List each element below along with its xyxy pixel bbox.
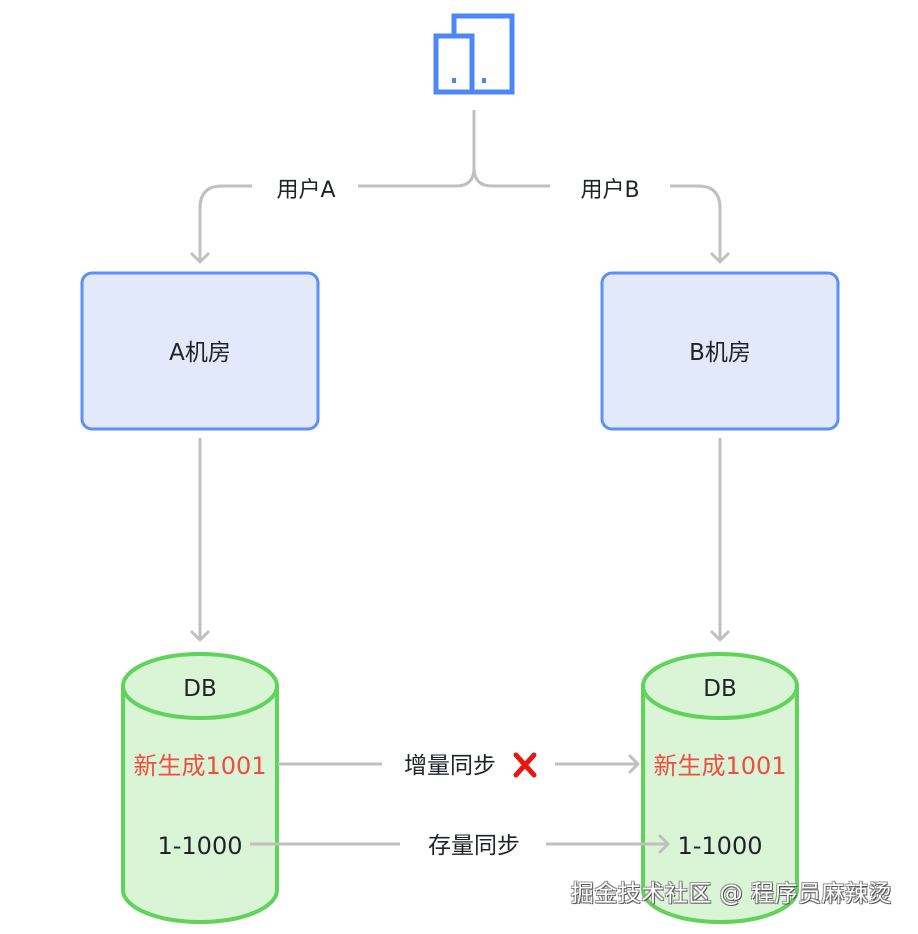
database-b-records: 1-1000 [677,832,762,860]
node-room-b[interactable]: B机房 [600,271,840,431]
database-a-title: DB [183,676,217,702]
edge-label-full-sync: 存量同步 [428,833,520,859]
node-room-a-label: A机房 [169,340,231,366]
edge-incremental-sync: 增量同步 [278,752,640,779]
database-b[interactable]: DB 新生成1001 1-1000 [641,652,799,924]
database-a-records: 1-1000 [157,832,242,860]
database-b-new-record: 新生成1001 [653,752,786,780]
edge-label-incremental-sync: 增量同步 [404,753,496,779]
devices-icon [433,13,515,95]
edge-label-user-a: 用户A [276,178,335,203]
database-b-title: DB [703,676,737,702]
edge-to-room-a [190,110,476,264]
edge-to-room-b [472,167,730,264]
edge-full-sync: 存量同步 [250,833,670,859]
database-a[interactable]: DB 新生成1001 1-1000 [121,652,279,924]
node-room-b-label: B机房 [689,340,751,366]
cross-icon [513,752,537,778]
watermark: 掘金技术社区 @ 程序员麻辣烫 [570,881,892,907]
node-room-a[interactable]: A机房 [80,271,320,431]
database-a-new-record: 新生成1001 [133,752,266,780]
edge-label-user-b: 用户B [580,178,639,203]
